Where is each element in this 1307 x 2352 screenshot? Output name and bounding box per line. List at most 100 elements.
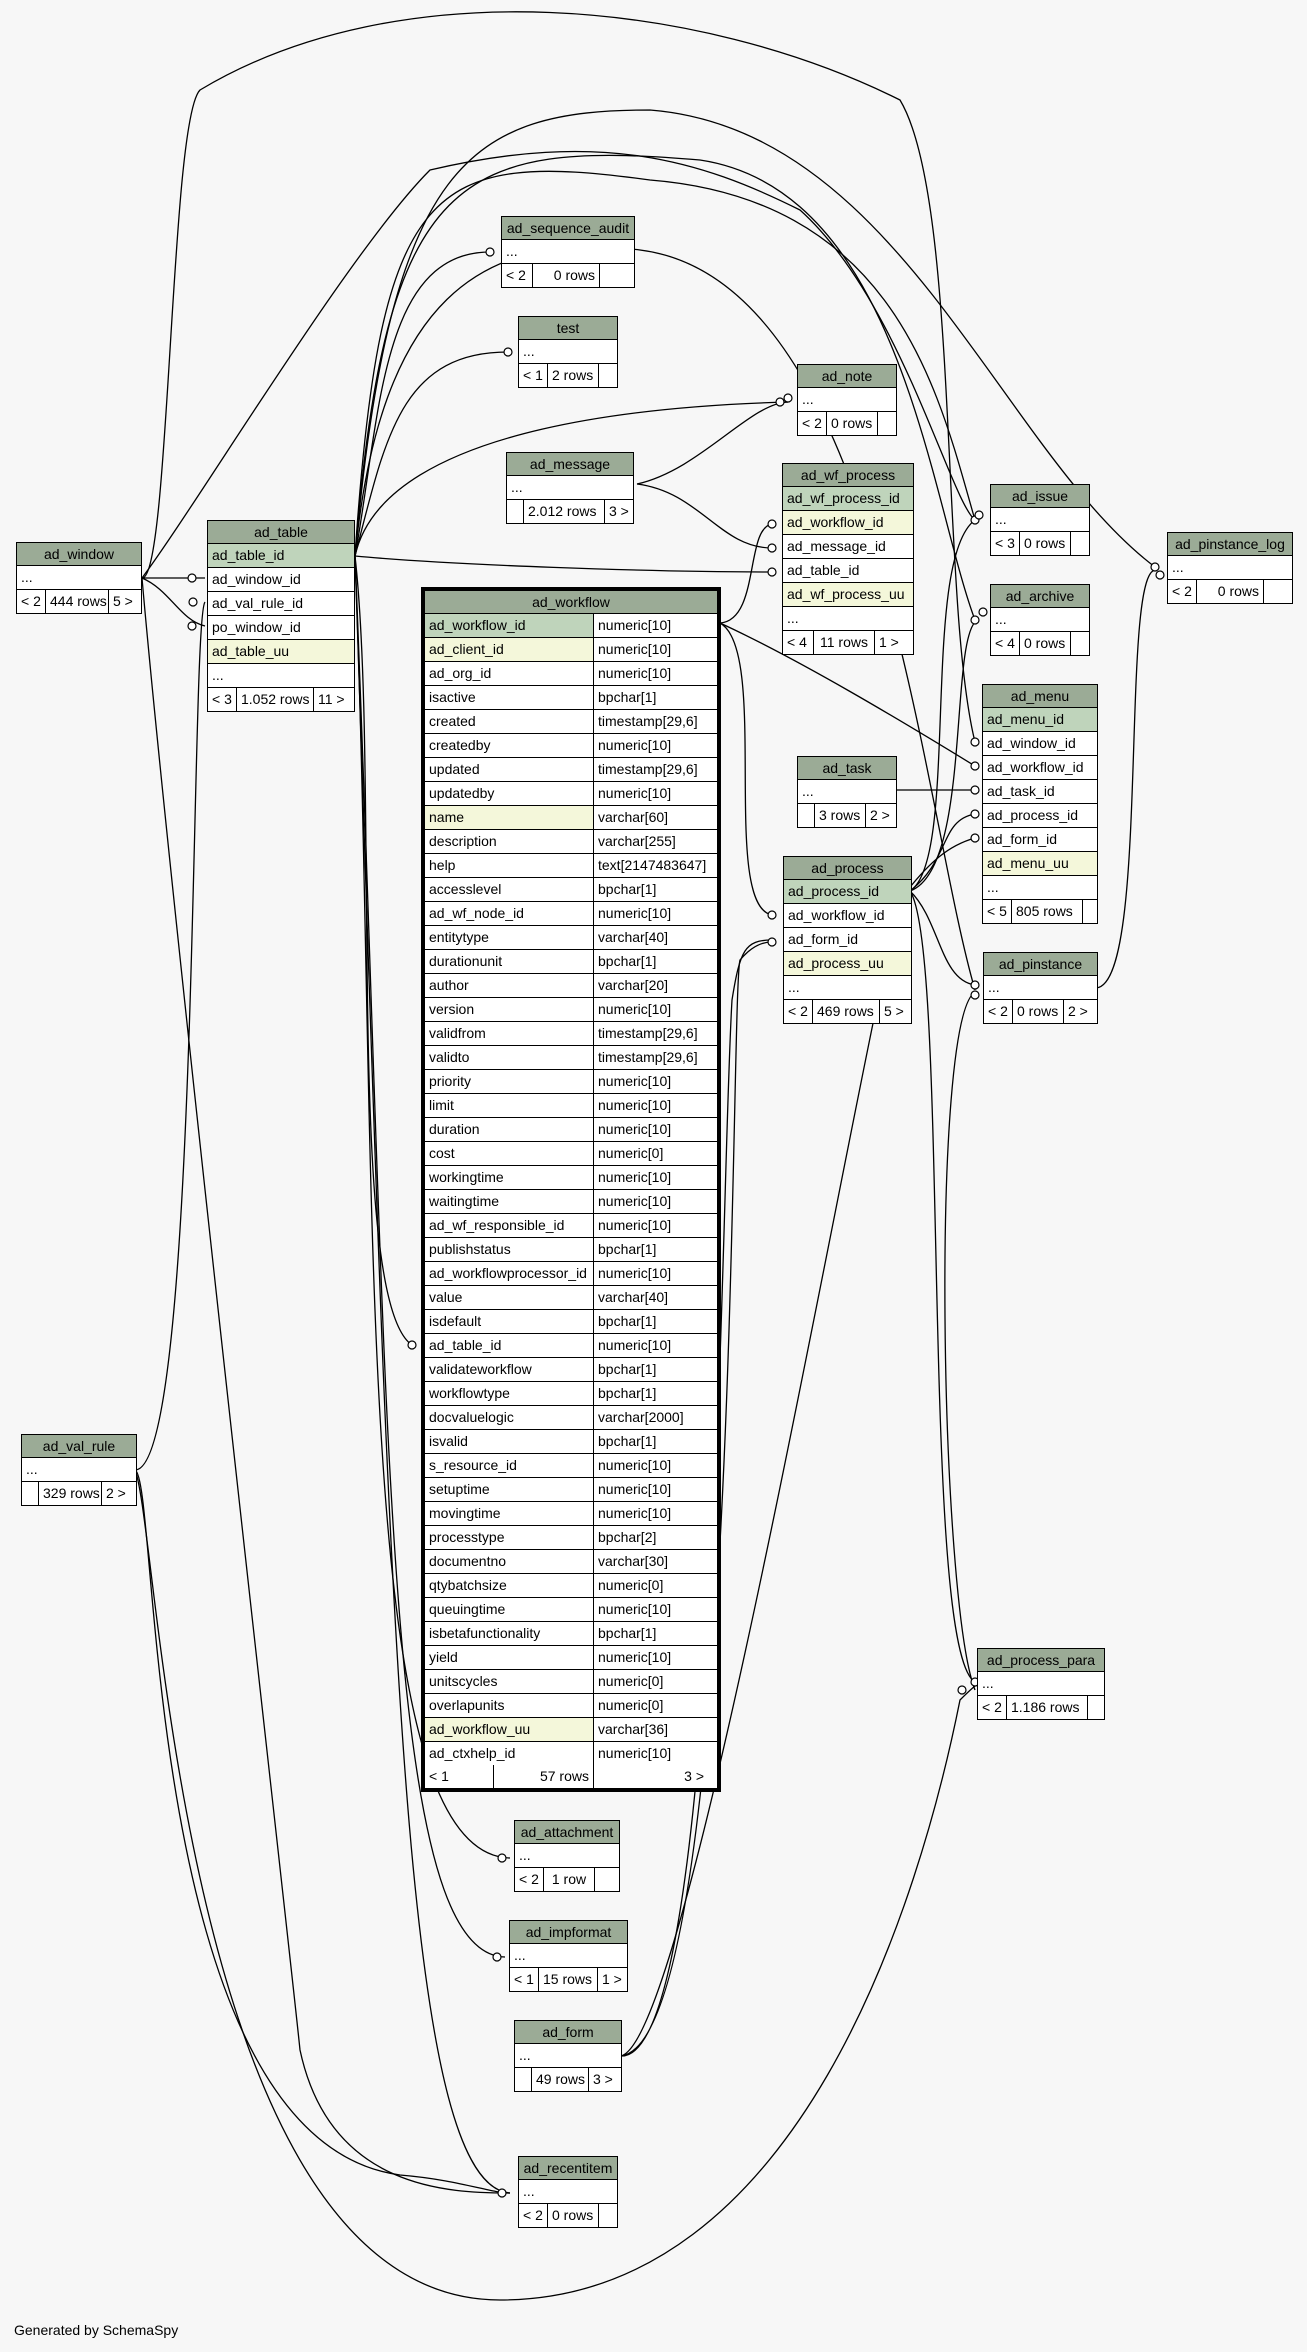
column-type: numeric[10] [593, 1214, 712, 1237]
column-type: varchar[20] [593, 974, 712, 997]
children-link[interactable]: 1 > [597, 1968, 624, 1991]
children-link[interactable] [599, 264, 622, 287]
parents-link[interactable]: < 2 [788, 1003, 808, 1019]
parents-link[interactable]: < 2 [982, 1699, 1002, 1715]
parents-link[interactable]: < 4 [995, 635, 1015, 651]
children-link[interactable] [1070, 532, 1087, 555]
children-link[interactable]: 2 > [865, 804, 894, 827]
parents-link[interactable]: < 2 [21, 593, 41, 609]
children-link[interactable] [598, 2204, 615, 2227]
table-ad-wf-process[interactable]: ad_wf_process ad_wf_process_id ad_workfl… [782, 463, 914, 655]
parents-link[interactable]: < 2 [802, 415, 822, 431]
row-count: 0 rows [1012, 1000, 1063, 1023]
edge-ad-window-recentitem [141, 577, 511, 2194]
column-type: bpchar[1] [593, 950, 712, 973]
table-ad-recentitem[interactable]: ad_recentitem ... < 2 0 rows [518, 2156, 618, 2228]
table-ad-process[interactable]: ad_process ad_process_id ad_workflow_id … [783, 856, 912, 1024]
children-link[interactable] [1082, 900, 1097, 923]
column-name: waitingtime [429, 1193, 500, 1209]
column-name: ad_message_id [787, 538, 886, 554]
parents-link[interactable]: < 5 [987, 903, 1007, 919]
edge-ad-process-archive [909, 621, 976, 892]
children-link[interactable]: 2 > [1063, 1000, 1090, 1023]
row-count: 15 rows [538, 1968, 597, 1991]
parents-link[interactable] [507, 500, 523, 523]
column-type: varchar[255] [593, 830, 712, 853]
table-title: ad_table [208, 521, 354, 544]
table-ad-pinstance[interactable]: ad_pinstance ... < 2 0 rows 2 > [983, 952, 1098, 1024]
children-link[interactable]: 5 > [108, 590, 137, 613]
table-ad-pinstance-log[interactable]: ad_pinstance_log ... < 2 0 rows [1167, 532, 1293, 604]
column-type: numeric[10] [593, 662, 712, 685]
table-ad-form[interactable]: ad_form ... 49 rows 3 > [514, 2020, 622, 2092]
table-ad-menu[interactable]: ad_menu ad_menu_id ad_window_id ad_workf… [982, 684, 1098, 924]
table-ad-process-para[interactable]: ad_process_para ... < 2 1.186 rows [977, 1648, 1105, 1720]
table-test[interactable]: test ... < 1 2 rows [518, 316, 618, 388]
parents-link[interactable]: < 1 [523, 367, 543, 383]
table-ad-impformat[interactable]: ad_impformat ... < 1 15 rows 1 > [509, 1920, 628, 1992]
table-ad-task[interactable]: ad_task ... 3 rows 2 > [797, 756, 897, 828]
parents-link[interactable]: < 2 [519, 1871, 539, 1887]
children-link[interactable] [594, 1868, 613, 1891]
table-ad-window[interactable]: ad_window ... < 2 444 rows 5 > [16, 542, 142, 614]
row-count: 11 rows [813, 631, 874, 654]
parents-link[interactable] [22, 1482, 38, 1505]
children-link[interactable]: 1 > [874, 631, 903, 654]
column-name: publishstatus [429, 1241, 511, 1257]
edge-ad-table-archive [354, 154, 976, 621]
parents-link[interactable]: < 2 [506, 267, 526, 283]
column-name: validto [429, 1049, 470, 1065]
children-link[interactable] [598, 364, 615, 387]
children-link[interactable]: 11 > [313, 688, 348, 711]
parents-link[interactable] [515, 2068, 531, 2091]
table-ad-note[interactable]: ad_note ... < 2 0 rows [797, 364, 897, 436]
table-ad-sequence-audit[interactable]: ad_sequence_audit ... < 2 0 rows [501, 216, 635, 288]
more-columns: ... [995, 611, 1007, 627]
column-type: timestamp[29,6] [593, 710, 712, 733]
table-ad-val-rule[interactable]: ad_val_rule ... 329 rows 2 > [21, 1434, 137, 1506]
parents-link[interactable]: < 4 [787, 634, 807, 650]
parents-link[interactable]: < 3 [212, 691, 232, 707]
children-link[interactable]: 3 > [593, 1765, 708, 1788]
table-ad-archive[interactable]: ad_archive ... < 4 0 rows [990, 584, 1090, 656]
table-ad-attachment[interactable]: ad_attachment ... < 2 1 row [514, 1820, 620, 1892]
children-link[interactable]: 5 > [879, 1000, 906, 1023]
parents-link[interactable]: < 2 [523, 2207, 543, 2223]
table-title: ad_menu [983, 685, 1097, 708]
column-name: ad_task_id [987, 783, 1055, 799]
parents-link[interactable]: < 2 [988, 1003, 1008, 1019]
children-link[interactable] [1070, 632, 1087, 655]
table-ad-message[interactable]: ad_message ... 2.012 rows 3 > [506, 452, 634, 524]
edge-ad-val-rule-process-para [134, 1469, 976, 2301]
column-type: numeric[10] [593, 782, 712, 805]
table-ad-issue[interactable]: ad_issue ... < 3 0 rows [990, 484, 1090, 556]
generated-by-label: Generated by SchemaSpy [14, 2322, 179, 2338]
column-type: bpchar[1] [593, 686, 712, 709]
parents-link[interactable] [798, 804, 814, 827]
parents-link[interactable]: < 2 [1172, 583, 1192, 599]
column-type: bpchar[2] [593, 1526, 712, 1549]
parents-link[interactable]: < 1 [429, 1768, 449, 1784]
children-link[interactable]: 3 > [604, 500, 633, 523]
parents-link[interactable]: < 1 [514, 1971, 534, 1987]
parents-link[interactable]: < 3 [995, 535, 1015, 551]
column-name: ad_ctxhelp_id [429, 1745, 516, 1761]
row-count: 444 rows [45, 590, 108, 613]
column-type: numeric[10] [593, 614, 712, 637]
children-link[interactable] [877, 412, 894, 435]
edge-ad-table-recentitem [354, 555, 511, 2194]
table-ad-table[interactable]: ad_table ad_table_id ad_window_id ad_val… [207, 520, 355, 712]
children-link[interactable] [1087, 1696, 1102, 1719]
children-link[interactable] [1263, 580, 1284, 603]
column-name: version [429, 1001, 475, 1017]
children-link[interactable]: 2 > [101, 1482, 130, 1505]
children-link[interactable]: 3 > [588, 2068, 615, 2091]
